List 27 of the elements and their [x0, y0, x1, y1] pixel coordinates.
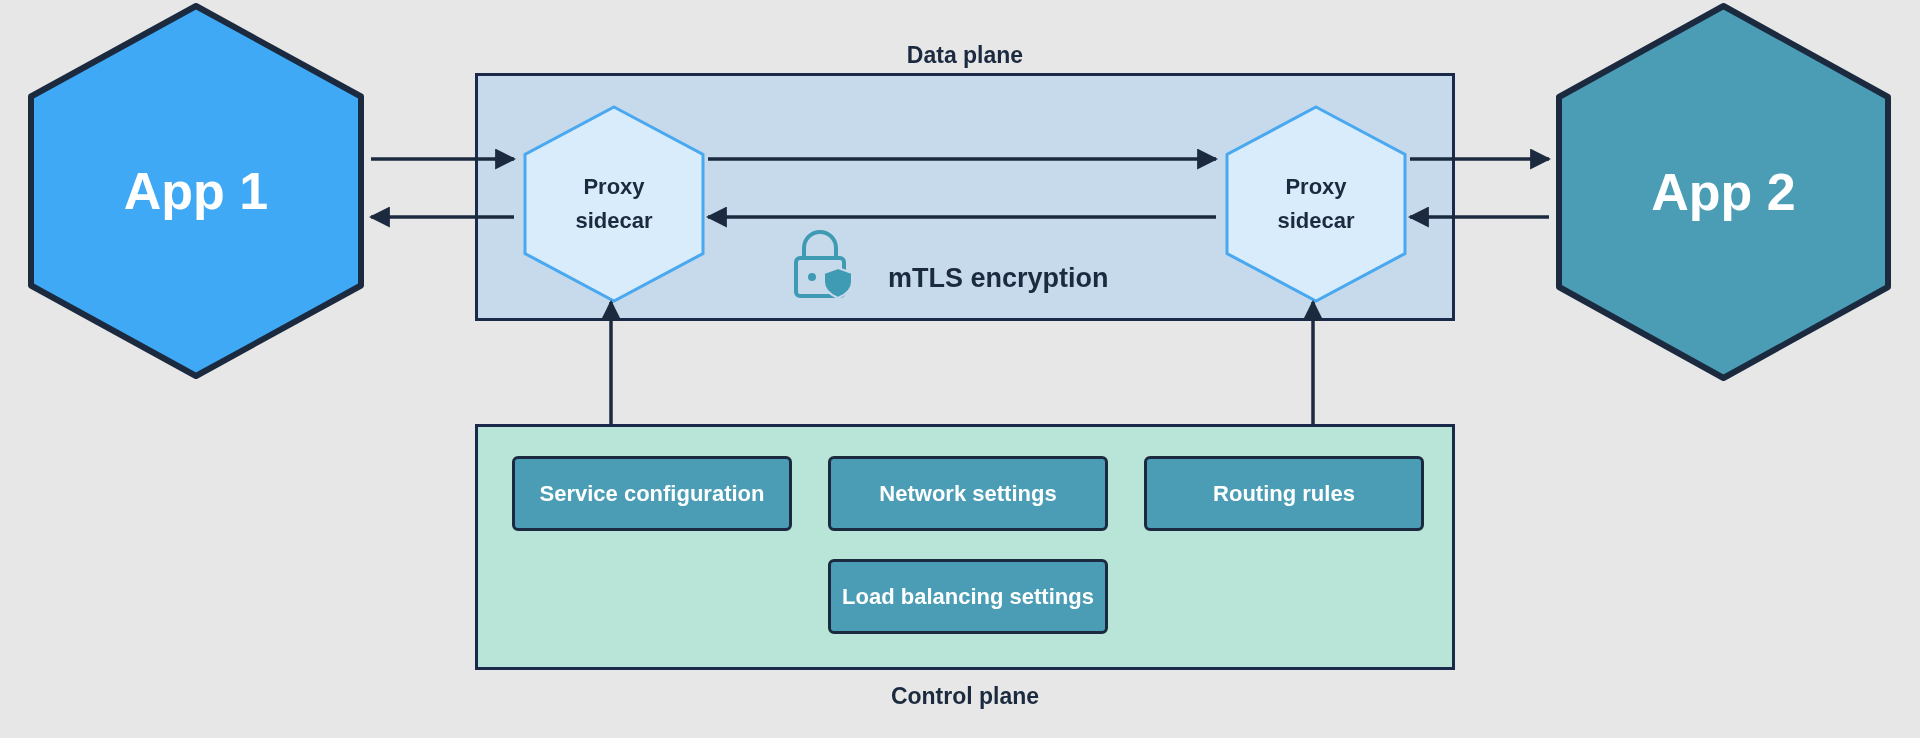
setting-box — [1144, 456, 1424, 531]
app-label: App 2 — [1651, 162, 1796, 223]
arrow — [1410, 148, 1552, 170]
proxy-hexagon — [523, 105, 705, 303]
arrow — [705, 206, 1216, 228]
proxy-hexagon — [1225, 105, 1407, 303]
arrow — [368, 206, 514, 228]
panel-title: Control plane — [890, 681, 1040, 711]
arrow — [371, 148, 517, 170]
node-label: Proxy sidecar — [1276, 173, 1356, 235]
encryption-label: mTLS encryption — [888, 262, 1109, 295]
setting-label: Routing rules — [1213, 479, 1355, 508]
setting-label: Load balancing settings — [842, 582, 1094, 611]
arrow — [708, 148, 1219, 170]
app-label: App 1 — [123, 161, 269, 222]
setting-label: Network settings — [879, 479, 1057, 508]
panel-title: Data plane — [906, 41, 1024, 70]
setting-box — [512, 456, 792, 531]
app-hexagon — [1555, 2, 1892, 382]
arrow — [1407, 206, 1549, 228]
setting-box — [828, 456, 1108, 531]
arrow — [1302, 299, 1324, 424]
app-hexagon — [27, 2, 365, 380]
arrow — [600, 299, 622, 424]
node-label: Proxy sidecar — [574, 173, 654, 235]
setting-box — [828, 559, 1108, 634]
setting-label: Service configuration — [539, 479, 765, 508]
